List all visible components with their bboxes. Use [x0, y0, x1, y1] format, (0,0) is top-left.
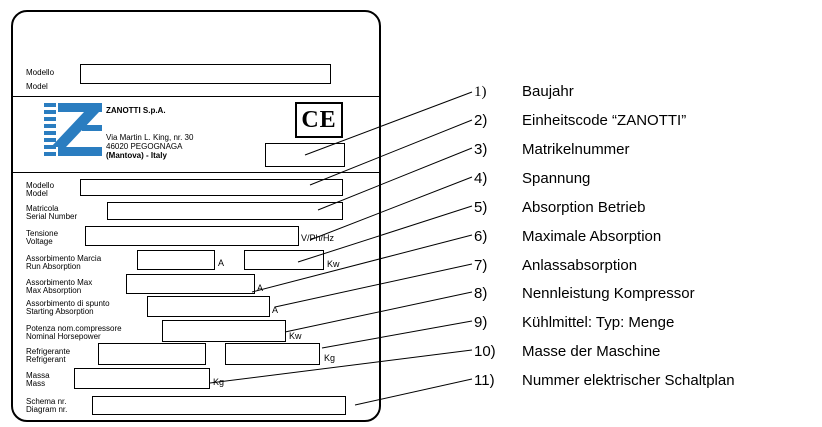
address-line-3: (Mantova) - Italy: [106, 151, 167, 160]
leader-5: [297, 205, 473, 263]
starting-absorption-field: [147, 296, 270, 317]
row-refrigerant-label-it: Refrigerante: [26, 347, 71, 356]
run-absorption-amp-field: [137, 250, 215, 270]
serial-field: [107, 202, 343, 220]
legend-text-2: Einheitscode “ZANOTTI”: [522, 112, 687, 129]
address-line-1: Via Martin L. King, nr. 30: [106, 133, 194, 142]
legend-text-5: Absorption Betrieb: [522, 199, 646, 216]
row-nominal-power-label-en: Nominal Horsepower: [26, 332, 101, 341]
starting-absorption-unit: A: [272, 305, 279, 315]
leader-10: [209, 349, 473, 384]
legend-text-9: Kühlmittel: Typ: Menge: [522, 314, 675, 331]
legend-text-3: Matrikelnummer: [522, 141, 630, 158]
legend-num-3: 3): [474, 141, 488, 158]
run-absorption-amp-unit: A: [218, 258, 225, 268]
row-max-absorption-label-en: Max Absorption: [26, 286, 82, 295]
legend-num-7: 7): [474, 257, 488, 274]
run-absorption-kw-unit: Kw: [327, 259, 340, 269]
top-model-label-en: Model: [26, 82, 48, 91]
legend-text-7: Anlassabsorption: [522, 257, 638, 274]
zanotti-logo-icon: [44, 103, 102, 156]
address-line-2: 46020 PEGOGNAGA: [106, 142, 183, 151]
legend-text-6: Maximale Absorption: [522, 228, 662, 245]
leader-4: [309, 176, 473, 241]
ce-mark: CE: [301, 106, 337, 133]
legend-text-1: Baujahr: [522, 83, 574, 100]
nominal-power-unit: Kw: [289, 331, 302, 341]
max-absorption-field: [126, 274, 255, 294]
voltage-unit: V/Ph/Hz: [301, 233, 335, 243]
leader-1: [304, 91, 473, 156]
leader-2: [309, 119, 473, 186]
row-mass-label-it: Massa: [26, 371, 50, 380]
ce-mark-box: CE: [295, 102, 343, 138]
leader-9: [321, 320, 473, 349]
row-model-label-en: Model: [26, 189, 48, 198]
legend-num-1: 1): [474, 84, 487, 100]
nominal-power-field: [162, 320, 286, 342]
diagram-field: [92, 396, 346, 415]
legend-text-10: Masse der Maschine: [522, 343, 661, 360]
leader-8: [284, 291, 473, 333]
row-voltage-label-it: Tensione: [26, 229, 59, 238]
top-model-field: [80, 64, 331, 84]
leader-7: [274, 263, 473, 308]
legend-num-6: 6): [474, 228, 488, 245]
legend-num-10: 10): [474, 343, 496, 360]
refrigerant-quantity-field: [225, 343, 320, 365]
leader-6: [251, 234, 473, 293]
row-serial-label-en: Serial Number: [26, 212, 78, 221]
mass-field: [74, 368, 210, 389]
company-name: ZANOTTI S.p.A.: [106, 106, 166, 115]
row-nominal-power-label-it: Potenza nom.compressore: [26, 324, 122, 333]
leader-3: [317, 147, 473, 211]
legend-text-8: Nennleistung Kompressor: [522, 285, 695, 302]
voltage-field: [85, 226, 299, 246]
row-voltage-label-en: Voltage: [26, 237, 53, 246]
legend-num-2: 2): [474, 112, 488, 129]
legend-num-9: 9): [474, 314, 488, 331]
refrigerant-unit: Kg: [324, 353, 336, 363]
divider-middle: [11, 172, 381, 173]
max-absorption-unit: A: [257, 283, 264, 293]
refrigerant-type-field: [98, 343, 206, 365]
row-serial-label-it: Matricola: [26, 204, 59, 213]
top-model-label-it: Modello: [26, 68, 55, 77]
legend-num-8: 8): [474, 285, 488, 302]
row-diagram-label-en: Diagram nr.: [26, 405, 68, 414]
row-max-absorption-label-it: Assorbimento Max: [26, 278, 93, 287]
row-refrigerant-label-en: Refrigerant: [26, 355, 66, 364]
row-model-label-it: Modello: [26, 181, 55, 190]
row-run-absorption-label-it: Assorbimento Marcia: [26, 254, 102, 263]
divider-top: [11, 96, 381, 97]
legend-text-11: Nummer elektrischer Schaltplan: [522, 372, 735, 389]
legend-text-4: Spannung: [522, 170, 591, 187]
legend-num-4: 4): [474, 170, 488, 187]
legend-num-11: 11): [474, 372, 495, 389]
run-absorption-kw-field: [244, 250, 324, 270]
legend-num-5: 5): [474, 199, 488, 216]
row-mass-label-en: Mass: [26, 379, 46, 388]
row-diagram-label-it: Schema nr.: [26, 397, 67, 406]
nameplate: [11, 10, 381, 422]
row-starting-absorption-label-it: Assorbimento di spunto: [26, 299, 110, 308]
row-starting-absorption-label-en: Starting Absorption: [26, 307, 94, 316]
model-field: [80, 179, 343, 196]
row-run-absorption-label-en: Run Absorption: [26, 262, 81, 271]
leader-11: [354, 378, 473, 406]
